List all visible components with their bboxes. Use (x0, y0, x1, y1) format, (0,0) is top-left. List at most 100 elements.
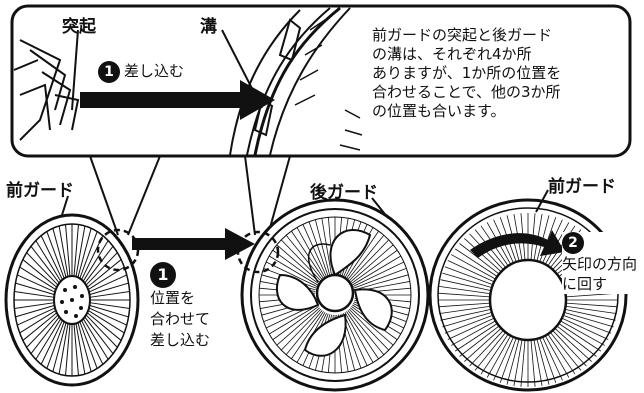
guard-spoke (564, 311, 614, 328)
guard-spoke (438, 292, 491, 298)
guard-spoke (268, 255, 318, 286)
guard-spoke (350, 307, 394, 346)
guard-spoke (46, 231, 65, 279)
guard-spoke (447, 317, 495, 340)
guard-spoke (77, 228, 92, 278)
guard-spoke (65, 224, 71, 277)
guard-spoke (314, 219, 331, 276)
guard-spoke (84, 245, 114, 284)
guard-spoke (296, 227, 326, 278)
guard-spoke (19, 309, 57, 334)
guard-spoke (533, 339, 543, 386)
guard-spoke (454, 323, 498, 352)
guard-spoke (480, 333, 509, 375)
guard-spoke (439, 305, 491, 315)
guard-spoke (493, 336, 514, 381)
guard-spoke (346, 311, 379, 360)
guard-spoke (562, 314, 612, 334)
guard-spoke (82, 318, 109, 360)
guard-spoke (17, 307, 56, 326)
guard-spoke (442, 272, 492, 289)
guard-spoke (89, 282, 129, 296)
callout-box (10, 4, 632, 158)
guard-spoke (347, 310, 385, 356)
guard-spoke (272, 306, 319, 341)
guard-spoke (352, 261, 405, 287)
guard-spoke (447, 260, 495, 283)
step2-instruction: 2 矢印の方向 に回す (562, 232, 638, 294)
guard-spoke (14, 290, 55, 298)
guard-spoke (536, 338, 550, 385)
guard-spoke (40, 320, 63, 365)
guard-spoke (280, 308, 322, 351)
guard-spoke (285, 234, 323, 280)
guard-spoke (353, 267, 407, 289)
guard-spoke (84, 316, 114, 355)
step1-line: 差し込む (150, 331, 211, 349)
guard-spoke (542, 336, 563, 381)
guard-spoke (348, 308, 390, 351)
guard-spoke (348, 239, 390, 282)
guard-spoke (77, 322, 92, 372)
guard-spoke (302, 224, 327, 278)
guard-spoke (464, 238, 502, 273)
guard-spoke (268, 304, 318, 335)
guard-spoke (86, 259, 122, 288)
note-line: の位置も合います。 (372, 102, 506, 120)
rotate-arrow (470, 230, 565, 258)
highlight-circle-right (236, 230, 280, 274)
guard-spoke (87, 309, 125, 334)
insert-arrow-main (132, 228, 255, 260)
guard-spoke (73, 224, 79, 277)
guard-spoke (19, 266, 57, 291)
insert-arrow-closeup (80, 80, 275, 120)
guard-spoke (14, 302, 55, 310)
guard-spoke (89, 302, 130, 310)
rear-guard (240, 198, 430, 392)
guard-spoke (89, 290, 130, 298)
guard-spoke (22, 259, 58, 288)
callout-pointer-right-2 (267, 155, 291, 236)
step1-closeup-text: 差し込む (124, 62, 185, 80)
guard-spoke (308, 221, 329, 277)
guard-spoke (82, 240, 109, 282)
front-guard-left (4, 213, 140, 387)
guard-spoke (513, 339, 523, 386)
protrusion-leader (71, 29, 79, 111)
guard-spoke (276, 244, 320, 283)
guard-spoke (565, 302, 618, 308)
guard-spoke (52, 228, 67, 278)
front-guard-label: 前ガード (6, 181, 74, 201)
step2-number: 2 (562, 232, 584, 254)
guard-spoke (321, 218, 332, 276)
guard-spoke (352, 255, 402, 286)
guard-spoke (564, 308, 616, 321)
guard-spoke (26, 252, 59, 286)
guard-spoke (351, 249, 398, 284)
guard-spoke (544, 335, 570, 378)
front-guard-2-leader (535, 189, 549, 213)
protrusion-label: 突起 (62, 17, 96, 37)
guard-spoke (520, 339, 526, 387)
guard-spoke (346, 230, 379, 279)
guard-spoke (30, 316, 60, 355)
guard-spoke (347, 234, 385, 280)
guard-spoke (15, 304, 55, 318)
guard-spoke (272, 249, 319, 284)
guard-spoke (265, 261, 318, 287)
guard-spoke (547, 333, 576, 375)
guard-spoke (451, 320, 496, 346)
guard-spoke (558, 323, 602, 352)
guard-spoke (459, 325, 500, 357)
guard-spoke (81, 235, 104, 280)
step1-number: 1 (150, 262, 176, 288)
guard-spoke (550, 332, 582, 371)
guard-spoke (30, 245, 60, 284)
step1-closeup-number: 1 (98, 60, 120, 83)
note-line: 合わせることで、他の3か所 (372, 83, 561, 101)
guard-spoke (86, 312, 122, 341)
callout-pointer-right (244, 155, 256, 236)
guard-spoke (565, 305, 617, 315)
guard-spoke (17, 274, 56, 293)
guard-spoke (556, 325, 597, 357)
